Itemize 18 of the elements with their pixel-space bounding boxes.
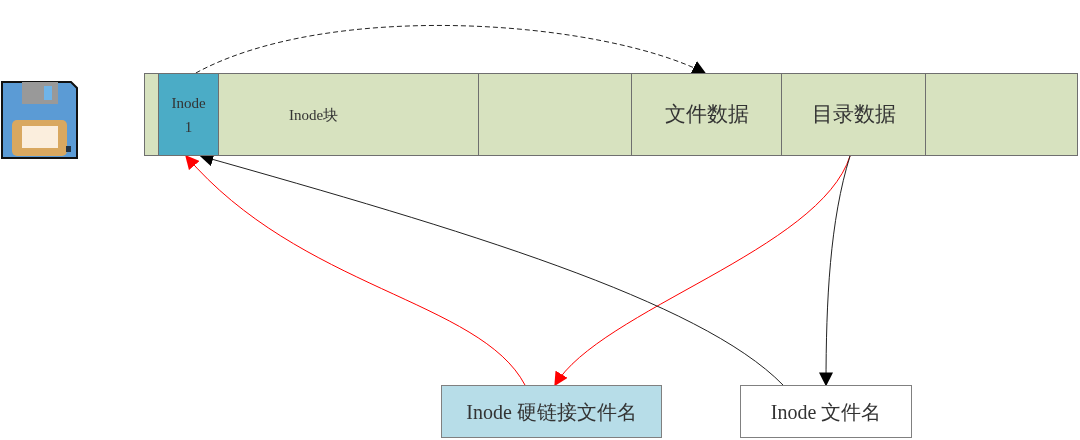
memory-cell (781, 73, 926, 156)
cell-label: Inode 1 (170, 93, 207, 137)
memory-cell (218, 73, 479, 156)
arrow (554, 155, 851, 387)
arrow (195, 25, 707, 75)
memory-cell (925, 73, 1078, 156)
memory-cell (158, 73, 219, 156)
cell-label: Inode 文件名 (770, 399, 882, 425)
name-box (441, 385, 662, 438)
arrow (819, 155, 851, 387)
name-box (740, 385, 912, 438)
memory-cell (631, 73, 782, 156)
cell-label: Inode 硬链接文件名 (466, 399, 637, 425)
cell-label: 目录数据 (811, 100, 896, 128)
cell-label: Inode块 (288, 105, 339, 125)
arrow (185, 155, 526, 386)
cell-label: 文件数据 (664, 100, 749, 128)
memory-cell (478, 73, 632, 156)
